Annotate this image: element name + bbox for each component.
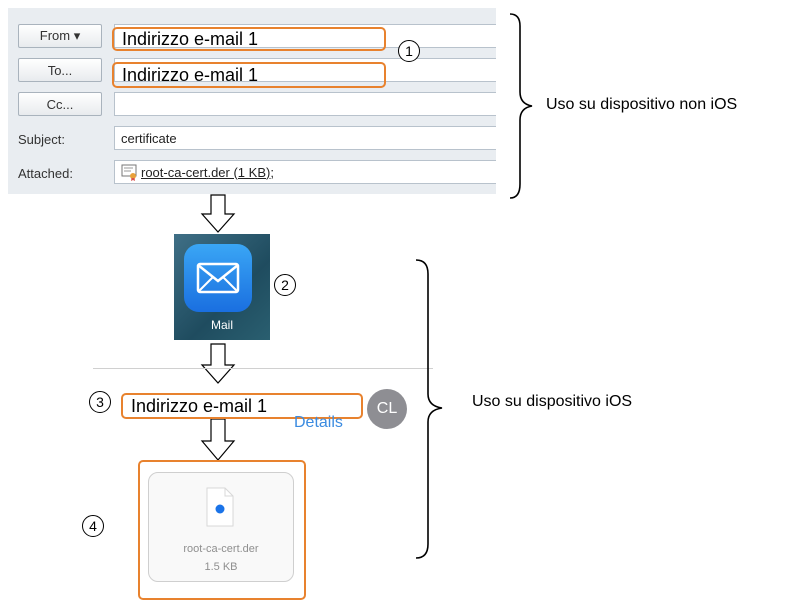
callout-4: 4: [82, 515, 104, 537]
subject-field[interactable]: certificate: [114, 126, 496, 150]
certificate-file-icon: [121, 164, 137, 181]
attachment-link[interactable]: root-ca-cert.der (1 KB);: [141, 164, 274, 180]
attachment-card[interactable]: root-ca-cert.der 1.5 KB: [148, 472, 294, 582]
callout-3: 3: [89, 391, 111, 413]
arrow-down-1: [200, 194, 236, 233]
from-address-highlight: Indirizzo e-mail 1: [112, 27, 386, 51]
cc-button[interactable]: Cc...: [18, 92, 102, 116]
non-ios-brace: [509, 13, 533, 199]
to-button[interactable]: To...: [18, 58, 102, 82]
mail-app-tile: Mail: [174, 234, 270, 340]
attachment-name: root-ca-cert.der: [183, 543, 259, 555]
attached-label: Attached:: [18, 166, 73, 181]
cc-field[interactable]: [114, 92, 496, 116]
ios-label: Uso su dispositivo iOS: [472, 393, 633, 410]
section-divider: [93, 368, 433, 369]
mail-app-label: Mail: [210, 318, 233, 332]
attached-field: root-ca-cert.der (1 KB);: [114, 160, 496, 184]
details-link[interactable]: Details: [294, 414, 343, 431]
arrow-down-2: [200, 343, 236, 384]
callout-2: 2: [274, 274, 296, 296]
subject-label: Subject:: [18, 132, 65, 147]
arrow-down-3: [200, 418, 236, 461]
envelope-icon: [196, 262, 240, 294]
email-compose-panel: From ▾ To... Cc... Subject: certificate …: [8, 8, 496, 194]
non-ios-label: Uso su dispositivo non iOS: [546, 96, 738, 113]
mail-app-icon[interactable]: [184, 244, 252, 312]
attachment-size: 1.5 KB: [204, 561, 238, 573]
ios-brace: [415, 259, 443, 559]
ios-address-highlight: Indirizzo e-mail 1: [121, 393, 363, 419]
file-icon: [206, 487, 234, 527]
avatar: CL: [367, 389, 407, 429]
callout-1: 1: [398, 40, 420, 62]
from-button[interactable]: From ▾: [18, 24, 102, 48]
to-address-highlight: Indirizzo e-mail 1: [112, 62, 386, 88]
